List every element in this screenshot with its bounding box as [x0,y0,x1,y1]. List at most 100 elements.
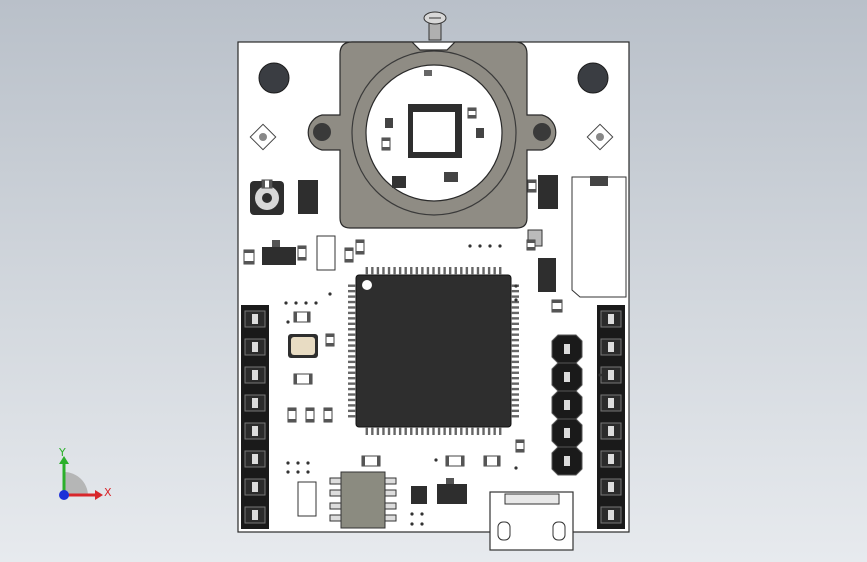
smd-part [361,455,381,467]
mcu-pin [348,284,356,287]
mcu-pin [348,393,356,396]
via [514,284,518,288]
mcu-pin [465,427,469,435]
smd-part [551,299,563,313]
mcu-pin [371,427,374,435]
header-pin [600,506,622,524]
smd-part [515,439,525,453]
ic-small-right-2 [538,258,556,292]
mcu-pin [511,322,519,325]
via [434,458,438,462]
jumper-pin [551,362,583,392]
via [296,470,300,474]
mcu-pin [387,427,391,435]
jumper-pin [551,334,583,364]
mcu-pin [421,267,424,275]
mcu-pin [348,398,356,402]
mcu-pin [376,427,380,435]
mcu-pin [499,427,502,435]
via [514,466,518,470]
pin-header-right [597,305,625,529]
mcu-pin [404,427,407,435]
mcu-pin [511,349,519,353]
mcu-pin [482,427,485,435]
via [514,298,518,302]
header-pin [244,450,266,468]
header-pin [244,394,266,412]
mcu-pin [443,267,446,275]
mcu-pin [437,267,441,275]
header-pin [244,422,266,440]
header-pin [600,478,622,496]
mcu-pin [415,427,419,435]
mcu-pin [511,355,519,358]
led-left [249,123,277,151]
inductor [250,181,284,215]
mcu-pin [398,267,402,275]
mcu-pin [426,427,430,435]
mcu-pin [511,317,519,320]
mcu-pin [371,267,374,275]
via [498,244,502,248]
via [286,461,290,465]
mcu-pin [511,289,519,293]
mcu-pin [511,333,519,336]
via [488,244,492,248]
smd-part [381,137,391,151]
via [296,461,300,465]
mcu-pin [348,289,356,293]
mcu-chip [348,267,519,435]
mcu-pin [465,267,469,275]
ic-small-right [538,175,558,209]
mcu-pin [493,427,496,435]
mcu-pin [511,393,519,396]
mcu-pin [348,366,356,369]
mcu-pin [348,344,356,347]
mcu-pin [511,371,519,374]
mcu-pin [432,267,435,275]
mcu-pin [511,328,519,331]
coordinate-triad-icon: X Y [58,446,112,500]
jumper-pin [551,418,583,448]
mcu-pin [348,382,356,385]
mcu-pin [398,427,402,435]
mcu-pin [511,306,519,309]
mcu-pin [511,415,519,418]
capacitor-bottom [297,481,317,517]
mcu-pin [443,427,446,435]
triad-x-label: X [104,486,112,499]
via [420,512,424,516]
mcu-pin [348,371,356,374]
via [284,301,288,305]
mcu-pin [382,427,385,435]
smd-part [305,407,315,423]
mcu-pin [421,427,424,435]
header-pin [244,310,266,328]
mcu-pin [348,317,356,320]
mcu-pin [348,333,356,336]
via [328,292,332,296]
via [306,461,310,465]
ic-small-left [298,180,318,214]
via [286,320,290,324]
mcu-pin [365,427,368,435]
mcu-pin [348,322,356,325]
via [598,373,602,377]
mcu-pin [487,427,491,435]
smd-part [483,455,501,467]
smd-part [355,239,365,255]
mcu-pin [511,377,519,380]
mcu-pin [437,427,441,435]
jumper-pin [551,390,583,420]
mcu-pin [348,328,356,331]
via [306,470,310,474]
jumper-pin [551,446,583,476]
mcu-pin [499,267,502,275]
smd-part [323,407,333,423]
mcu-pin [348,409,356,413]
smd-part [287,407,297,423]
mcu-pin [393,427,396,435]
mcu-pin [348,415,356,418]
triad-y-label: Y [58,446,66,459]
